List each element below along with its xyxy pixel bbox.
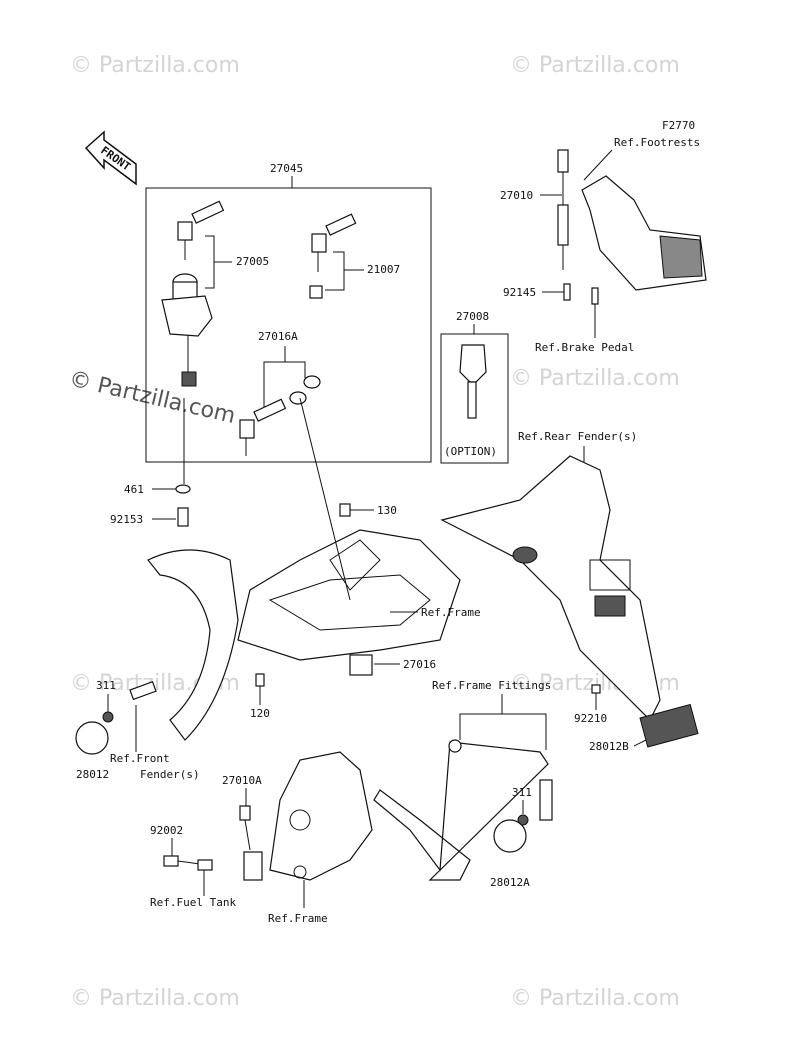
ref-label-brake-pedal: Ref.Brake Pedal [535, 341, 634, 354]
diagram-code: F2770 [662, 119, 695, 132]
option-label: (OPTION) [444, 445, 497, 458]
ref-label-rear-fender: Ref.Rear Fender(s) [518, 430, 637, 443]
ignition-switch-icon [161, 273, 213, 387]
nut-icon [517, 814, 529, 826]
ref-label-front-fender: Ref.Front [110, 752, 170, 765]
option-key: 27008 (OPTION) [440, 310, 509, 464]
sensor-switch-icon [239, 805, 263, 881]
part-label-27045: 27045 [270, 162, 303, 175]
spring-icon [563, 283, 571, 301]
part-label-28012: 28012 [76, 768, 109, 781]
part-label-311: 311 [96, 679, 116, 692]
part-label-28012B: 28012B [589, 740, 629, 753]
screw-icon [339, 503, 351, 517]
ref-label-fuel-tank: Ref.Fuel Tank [150, 896, 236, 909]
reflector-icon [493, 819, 527, 853]
frame-bracket-icon [269, 751, 373, 881]
part-label-461: 461 [124, 483, 144, 496]
key-icon [459, 344, 487, 419]
frame-fitting-icon [373, 739, 553, 881]
part-label-28012A: 28012A [490, 876, 530, 889]
bolt-icon [163, 855, 179, 867]
part-label-27005: 27005 [236, 255, 269, 268]
spring-icon [591, 287, 599, 305]
lock-cylinder-icon [289, 375, 321, 405]
nut-icon [102, 711, 114, 723]
ref-label-front-fender-2: Fender(s) [140, 768, 200, 781]
part-label-120: 120 [250, 707, 270, 720]
watermark: © Partzilla.com [510, 986, 680, 1011]
part-label-27016: 27016 [403, 658, 436, 671]
watermark: © Partzilla.com [510, 53, 680, 78]
rear-fender-icon [440, 455, 661, 722]
key-icon [239, 398, 287, 456]
brake-switch-icon [557, 149, 569, 270]
watermark-dark: © Partzilla.com [67, 366, 238, 429]
part-label-92210: 92210 [574, 712, 607, 725]
ref-label-frame: Ref.Frame [421, 606, 481, 619]
part-label-27016A: 27016A [258, 330, 298, 343]
clamp-icon [197, 859, 213, 871]
part-label-92145: 92145 [503, 286, 536, 299]
watermark: © Partzilla.com [70, 986, 240, 1011]
reflector-icon [75, 721, 109, 755]
part-label-27010: 27010 [500, 189, 533, 202]
part-label-21007: 21007 [367, 263, 400, 276]
ignition-switch-set: 27045 27005 21007 27016A [145, 162, 432, 463]
part-label-27010A: 27010A [222, 774, 262, 787]
part-label-92153: 92153 [110, 513, 143, 526]
reflector-icon [639, 703, 699, 748]
nut-icon [591, 684, 601, 694]
ref-label-footrests: Ref.Footrests [614, 136, 700, 149]
watermark: © Partzilla.com [510, 366, 680, 391]
front-arrow-icon: FRONT [84, 130, 137, 186]
footrest-bracket-icon [581, 175, 707, 291]
bolt-icon [177, 507, 189, 527]
part-label-130: 130 [377, 504, 397, 517]
washer-icon [175, 484, 191, 494]
part-label-92002: 92002 [150, 824, 183, 837]
ref-label-frame-fittings: Ref.Frame Fittings [432, 679, 551, 692]
stud-icon [129, 681, 157, 701]
front-fender-icon [147, 549, 239, 741]
ref-label-frame-bottom: Ref.Frame [268, 912, 328, 925]
part-label-27008: 27008 [456, 310, 489, 323]
watermark: © Partzilla.com [70, 53, 240, 78]
screw-icon [255, 673, 265, 687]
part-label-311: 311 [512, 786, 532, 799]
key-icon [177, 200, 225, 260]
bracket-icon [349, 654, 373, 676]
key-icon [309, 213, 357, 299]
